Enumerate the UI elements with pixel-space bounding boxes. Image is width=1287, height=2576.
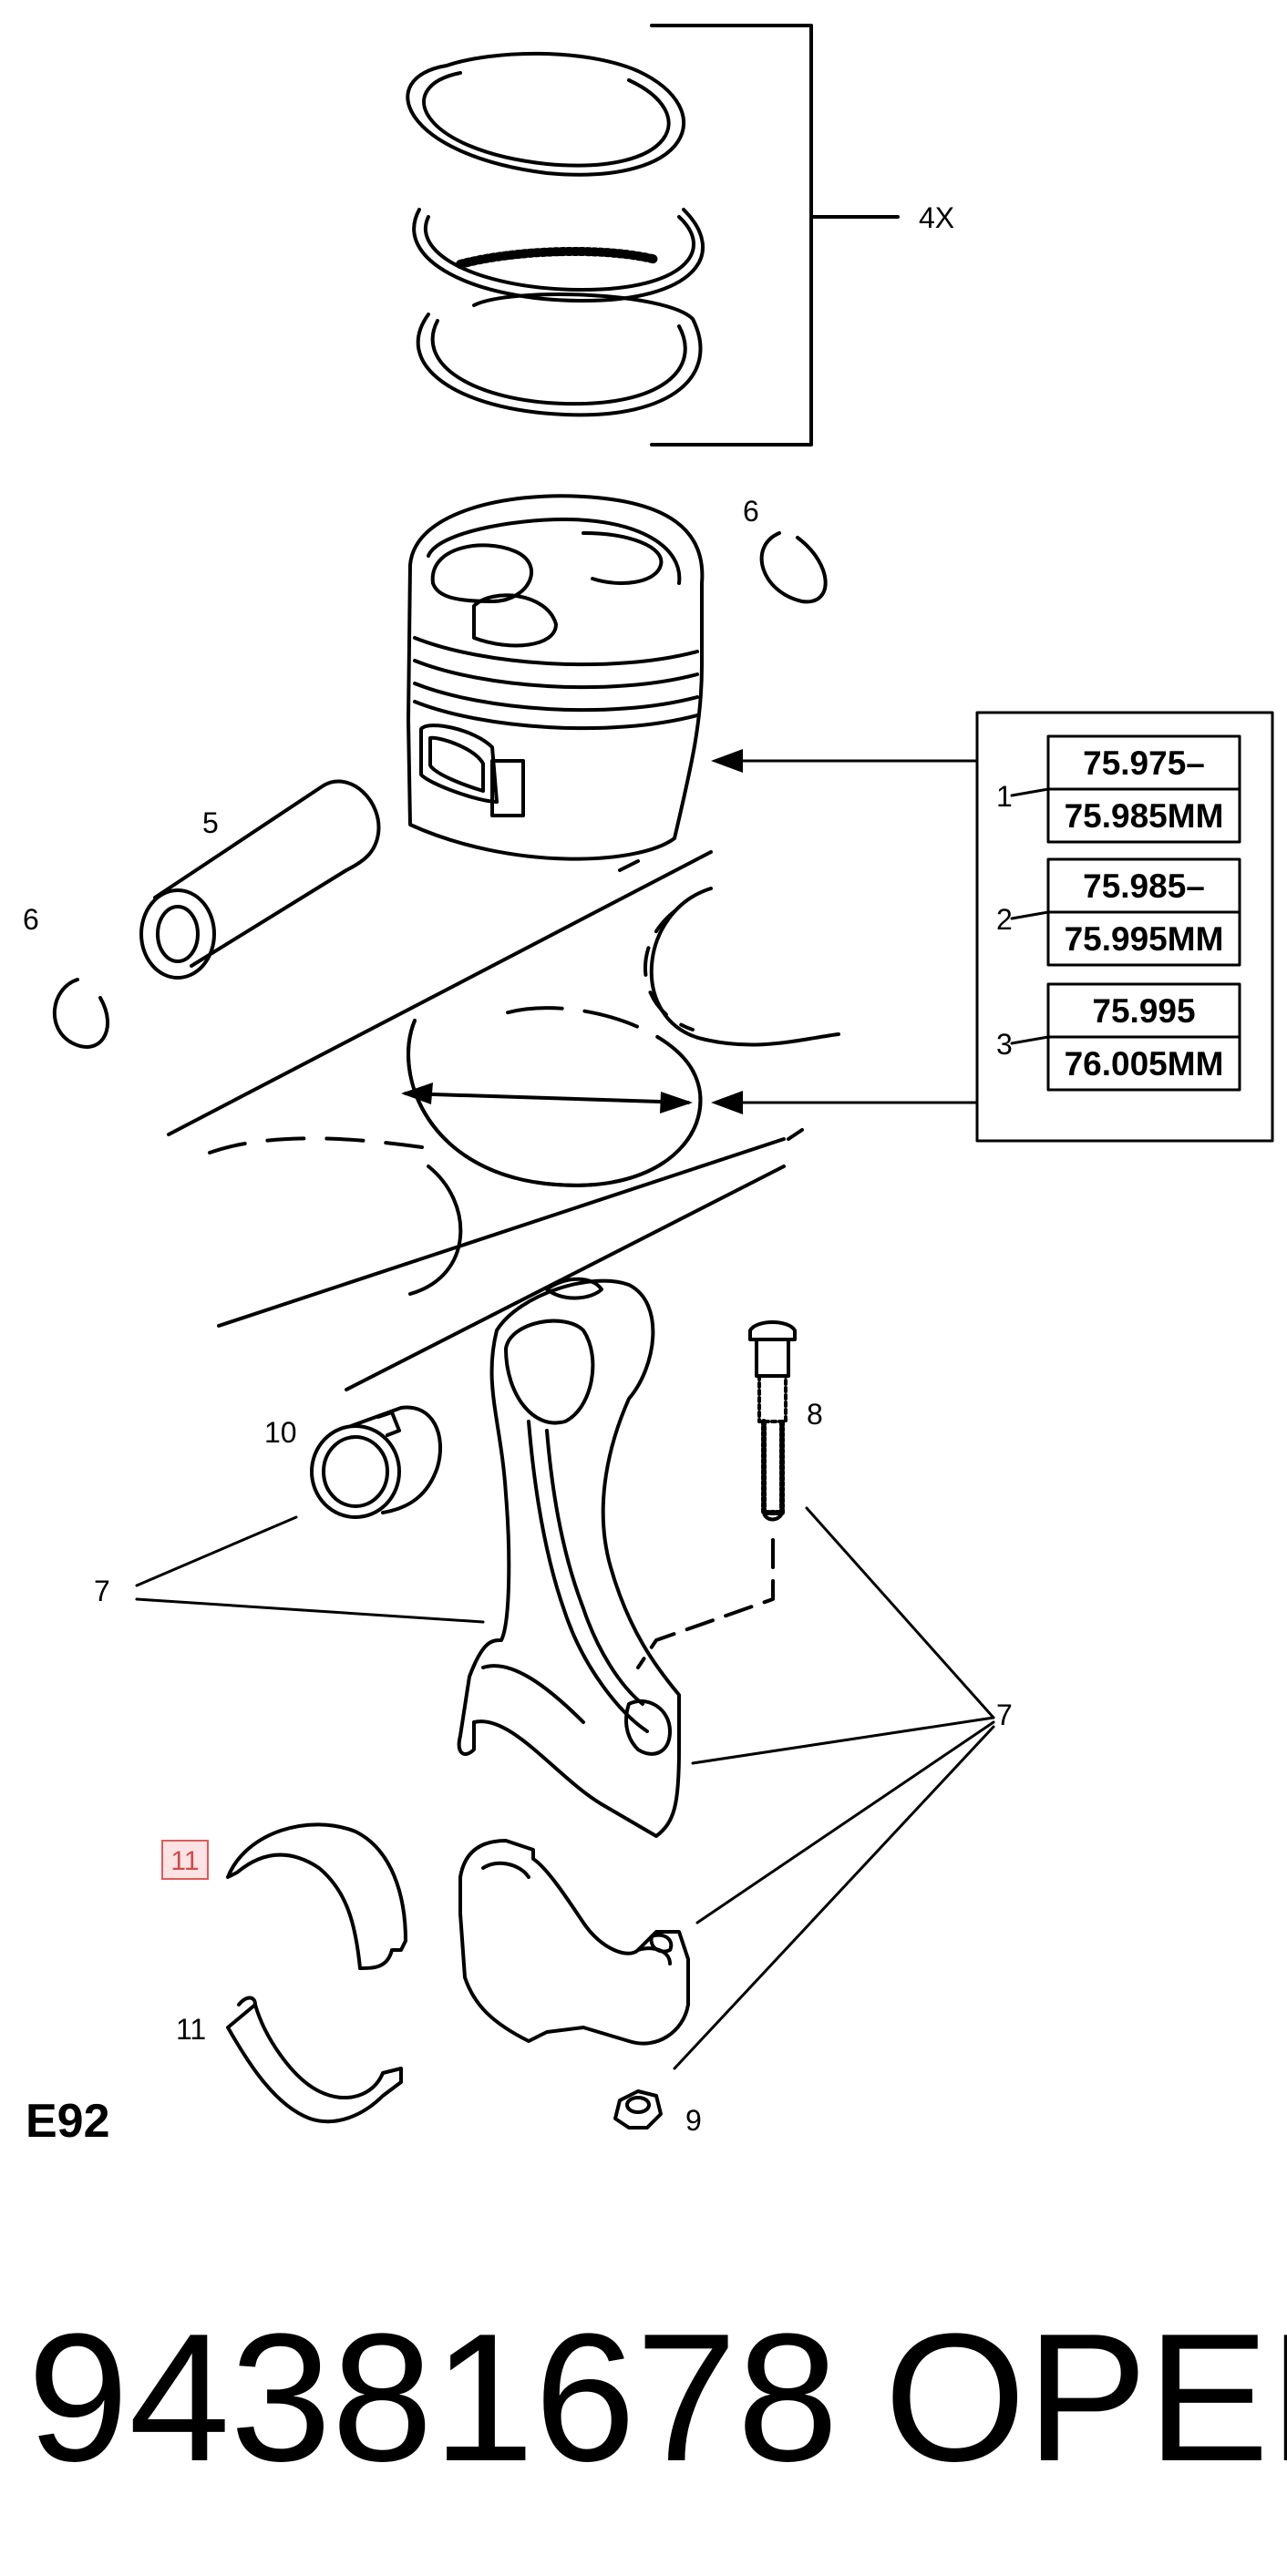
leader-7-right-bolt [805, 1506, 995, 1719]
piston [407, 494, 705, 872]
label-9: 9 [685, 2104, 702, 2137]
piston-rings [406, 51, 705, 417]
rings-bracket [650, 24, 813, 446]
cylinder-block-section [167, 850, 840, 1391]
part-number: 94381678 [27, 2296, 839, 2499]
grade-2-bottom: 75.995MM [1065, 920, 1224, 958]
leader-7-left-bushing [135, 1515, 298, 1587]
brand-name: OPEL [884, 2296, 1287, 2499]
rod-nut [613, 2089, 663, 2130]
grade-3-top: 75.995 [1092, 992, 1195, 1030]
circlip-6-right [759, 531, 828, 604]
label-7-left: 7 [94, 1575, 110, 1607]
bore-diameter-line [404, 1092, 690, 1104]
engine-code: E92 [26, 2095, 110, 2148]
small-end-bushing [310, 1405, 443, 1519]
bearing-shell-upper [226, 1822, 407, 1970]
grade-1-bottom-cell [1046, 787, 1241, 844]
grade-1-bottom: 75.985MM [1065, 797, 1224, 835]
leader-7-left-rod [135, 1597, 485, 1624]
grade-3-bottom: 76.005MM [1065, 1045, 1224, 1083]
grade-2-number: 2 [996, 903, 1013, 936]
rod-bolt [748, 1320, 797, 1522]
label-7-right: 7 [996, 1699, 1013, 1731]
piston-pin [139, 779, 381, 980]
highlight-box-11 [161, 1840, 209, 1880]
grade-1-top: 75.975– [1083, 744, 1205, 782]
leader-7-right-cap [695, 1720, 995, 1924]
label-rings-qty: 4X [919, 201, 954, 234]
grade-arrow-piston-head [711, 749, 743, 773]
grade-2-top: 75.985– [1083, 867, 1205, 905]
bore-arrow-left [401, 1083, 433, 1104]
bolt-axis-line [636, 1538, 775, 1669]
label-11-highlighted: 11 [170, 1846, 199, 1876]
grade-1-leader [1010, 787, 1050, 797]
leader-7-right-rod [691, 1716, 995, 1765]
rod-cap [458, 1839, 690, 2046]
grade-2-bottom-cell [1046, 910, 1241, 967]
leader-7-right-nut [673, 1725, 995, 2070]
grade-3-leader [1010, 1035, 1050, 1045]
connecting-rod [457, 1277, 681, 1838]
grade-arrow-bore-head [711, 1091, 743, 1114]
label-6-right: 6 [743, 495, 759, 528]
grade-1-number: 1 [996, 780, 1013, 813]
label-5: 5 [202, 806, 219, 839]
label-8: 8 [807, 1398, 823, 1431]
label-10: 10 [264, 1416, 297, 1449]
circlip-6-left [52, 978, 110, 1049]
bearing-shell-lower [226, 1996, 403, 2124]
label-11-lower: 11 [176, 2013, 206, 2046]
grade-table [975, 711, 1274, 1143]
label-6-left: 6 [23, 903, 39, 936]
grade-2-leader [1010, 910, 1050, 920]
grade-3-number: 3 [996, 1028, 1013, 1061]
grade-3-bottom-cell [1046, 1035, 1241, 1092]
bore-arrow-right [660, 1092, 693, 1114]
